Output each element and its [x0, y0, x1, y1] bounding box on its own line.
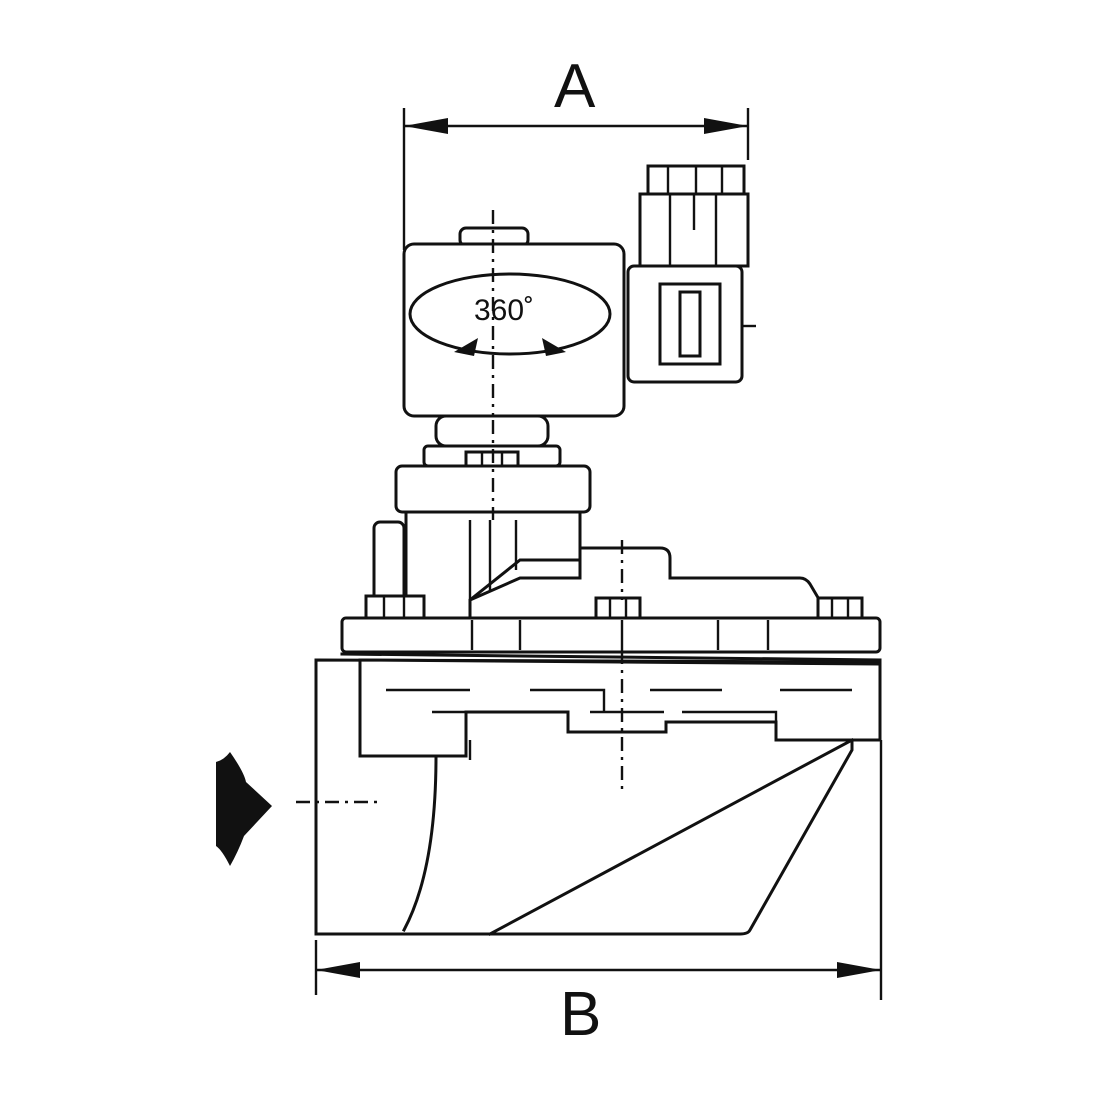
connector-pin [678, 290, 702, 358]
pilot-tube-nut [364, 594, 426, 620]
coil-body [402, 242, 626, 418]
dimension-b [314, 740, 883, 1000]
valve-body [296, 650, 882, 937]
pilot-block [364, 420, 592, 620]
dimension-b-arrow-left [316, 962, 360, 978]
dimension-a [402, 108, 750, 250]
flange-gasket [340, 652, 882, 662]
dimension-a-arrow-right [704, 118, 748, 134]
cover-bolt-right [816, 596, 864, 620]
dimension-b-label: B [560, 980, 602, 1049]
valve-flange [340, 616, 882, 662]
rotation-ellipse [408, 272, 612, 356]
diaphragm-chamber [358, 658, 882, 758]
flange-plate [340, 616, 882, 654]
flow-direction-arrow-icon [216, 752, 272, 866]
chamber-internal-lines [386, 688, 852, 712]
rotation-arrow-left [454, 338, 478, 356]
chamber-lower-lines [432, 710, 778, 722]
outlet-slope [487, 737, 855, 937]
dimension-a-arrow-left [404, 118, 448, 134]
dimension-b-arrow-right [837, 962, 881, 978]
cover-bolt-center [594, 596, 642, 620]
dimension-a-label: A [554, 52, 596, 121]
rotation-label: 360˚ [474, 294, 535, 327]
rotation-arrow-right [542, 338, 566, 356]
electrical-connector [626, 164, 756, 384]
